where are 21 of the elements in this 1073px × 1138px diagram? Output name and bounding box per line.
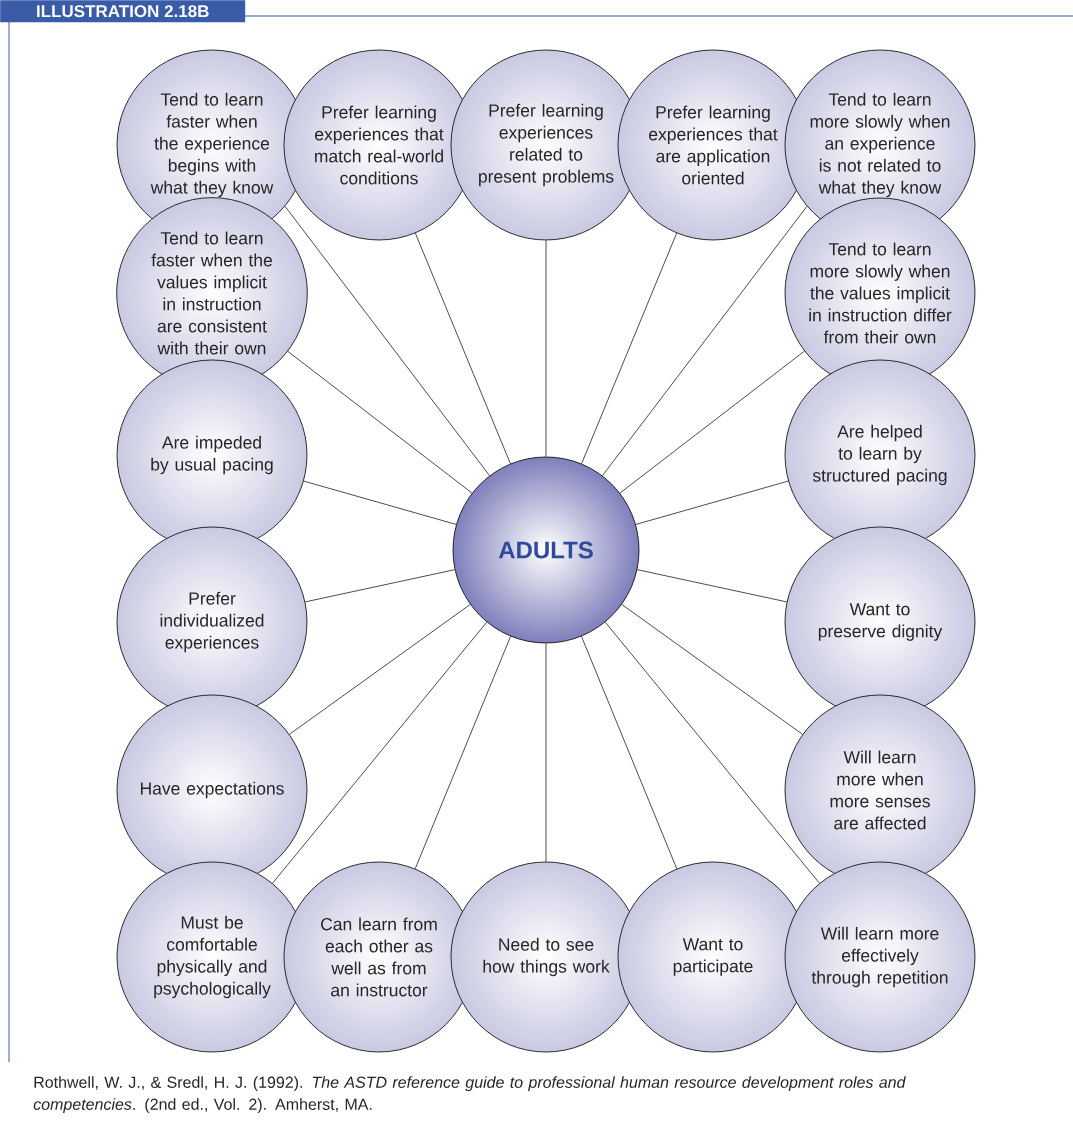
connector-line [415, 232, 511, 464]
connector-line [545, 643, 547, 862]
connector-line [581, 636, 678, 870]
connector-line [581, 232, 677, 464]
connector-line [304, 569, 456, 603]
connector-line [602, 205, 808, 476]
connector-line [604, 621, 820, 884]
connector-line [636, 569, 788, 603]
connector-line [635, 480, 789, 525]
caption: Rothwell, W. J., & Sredl, H. J. (1992). The ASTD reference guide to professional human resource development roles and competencies. (2nd ed., Vol. 2). Amherst, MA. [33, 1076, 906, 1114]
connector-line [289, 604, 471, 735]
circle-node: Will learn more effectively through repetition [784, 861, 976, 1053]
title-tab: ILLUSTRATION 2.18B [0, 0, 246, 23]
connector-line [545, 240, 547, 457]
connector-line [414, 636, 511, 870]
connector-line [287, 351, 473, 494]
connector-line [619, 350, 805, 494]
connector-line [303, 480, 457, 525]
connector-line [621, 604, 803, 735]
connector-line [284, 205, 490, 476]
connector-line [272, 621, 488, 884]
